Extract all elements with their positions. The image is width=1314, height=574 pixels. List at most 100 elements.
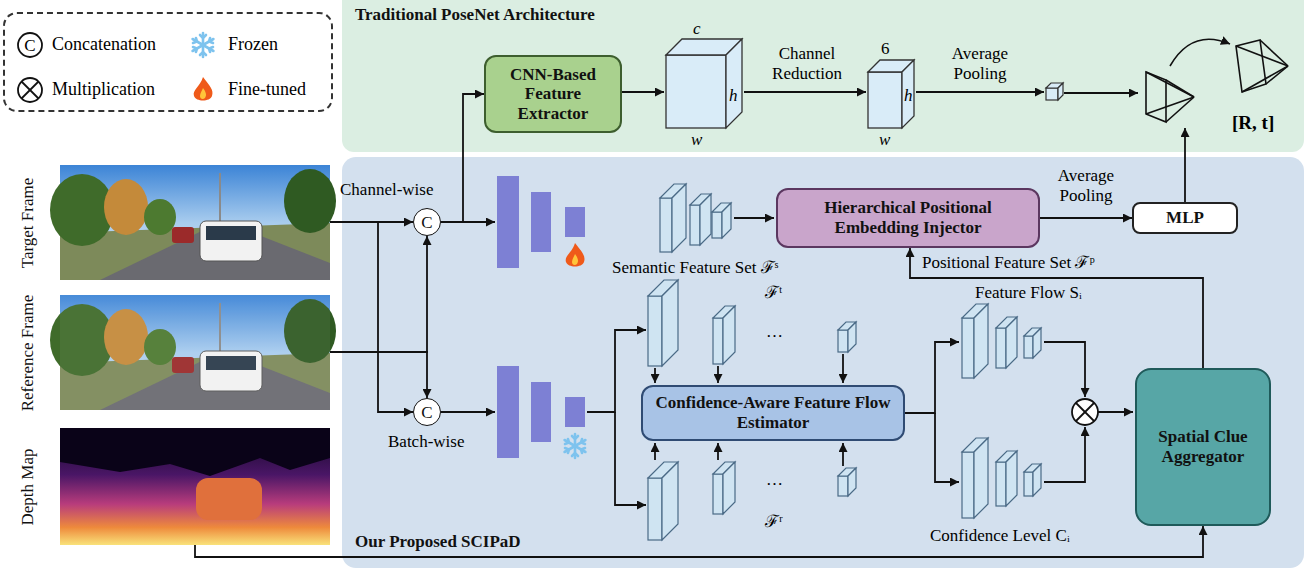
svg-part <box>531 192 551 252</box>
svg-part <box>848 322 856 352</box>
multiply-symbol <box>1072 399 1098 425</box>
finetune-icon <box>194 77 213 101</box>
concat-circle: C <box>413 398 441 426</box>
svg-part <box>196 478 262 520</box>
image-label: Target Frame <box>18 177 38 268</box>
svg-part <box>722 203 731 238</box>
svg-part <box>18 78 42 102</box>
svg-part <box>690 205 700 245</box>
svg-part <box>1146 97 1194 114</box>
text-label: Average Pooling <box>938 44 1022 83</box>
box-label: CNN-Based Feature Extractor <box>494 65 612 124</box>
svg-part <box>1184 128 1186 203</box>
text-label: w <box>879 130 890 150</box>
text-label: Batch-wise <box>388 432 464 452</box>
connector <box>195 526 1203 557</box>
svg-part <box>842 354 844 383</box>
connector <box>330 352 427 398</box>
text-label: Semantic Feature Set ℱˢ <box>612 258 778 278</box>
feature-map-stack <box>648 280 856 366</box>
svg-part <box>660 198 672 252</box>
svg-part <box>974 304 988 378</box>
camera-frustum <box>1236 40 1288 92</box>
svg-part <box>1072 399 1098 425</box>
svg-part <box>1166 97 1194 122</box>
process-box: CNN-Based Feature Extractor <box>484 55 622 133</box>
feature-map-stack <box>648 462 856 540</box>
box-label: Spatial Clue Aggregator <box>1145 427 1261 466</box>
svg-part <box>996 328 1006 368</box>
wire <box>441 218 1133 505</box>
panel-title: Traditional PoseNet Architecture <box>355 5 595 25</box>
svg-part <box>838 476 848 496</box>
reduced-cube <box>868 60 914 128</box>
svg-part <box>654 368 656 383</box>
svg-part <box>717 443 719 460</box>
encoder <box>497 366 585 458</box>
svg-part <box>1064 92 1138 94</box>
process-box: Confidence-Aware Feature Flow Estimator <box>641 385 905 441</box>
text-label: h <box>729 86 738 106</box>
edge-label: Average Pooling <box>1046 166 1126 205</box>
svg-part <box>22 82 39 99</box>
svg-part <box>996 462 1006 506</box>
svg-part <box>648 478 662 540</box>
text-label: … <box>766 322 783 342</box>
svg-part <box>1166 80 1194 97</box>
svg-part <box>935 413 959 482</box>
text-label: c <box>693 19 701 39</box>
svg-part <box>868 72 902 128</box>
process-box: MLP <box>1132 202 1238 234</box>
legend-text: Concatenation <box>52 34 156 55</box>
text-label: h <box>904 86 913 106</box>
camera-frustum <box>1146 72 1194 122</box>
svg-part <box>1146 72 1194 97</box>
svg-part <box>1236 46 1288 66</box>
process-box: Spatial Clue Aggregator <box>1135 368 1271 526</box>
svg-part <box>1076 403 1094 421</box>
svg-part <box>60 428 330 545</box>
svg-part <box>662 280 678 366</box>
connector <box>441 94 484 222</box>
svg-part <box>744 91 866 93</box>
finetune-icon <box>566 243 585 267</box>
connector <box>1040 217 1132 219</box>
svg-part <box>713 474 723 514</box>
connector <box>330 222 413 412</box>
svg-part <box>717 366 719 383</box>
image-label: Reference Frame <box>18 294 38 411</box>
process-box: Hierarchical Positional Embedding Inject… <box>776 188 1040 248</box>
svg-part <box>60 428 330 476</box>
svg-part <box>441 411 495 413</box>
svg-part <box>662 462 678 540</box>
text-label: C <box>18 36 42 56</box>
svg-part <box>713 318 723 364</box>
svg-part <box>666 55 726 128</box>
svg-part <box>672 184 686 252</box>
svg-part <box>700 194 711 245</box>
svg-part <box>497 176 519 268</box>
text-label: … <box>766 470 783 490</box>
panel-band: Our Proposed SCIPaDCHierarchical Positio… <box>342 157 1304 568</box>
svg-part <box>902 60 914 128</box>
concat-symbol <box>18 33 42 57</box>
frozen-icon <box>565 434 586 458</box>
text-label: [R, t] <box>1232 112 1274 134</box>
image-label: Depth Map <box>18 448 38 525</box>
text-label: ℱᵗ <box>765 283 782 303</box>
multiply-symbol <box>18 78 42 102</box>
box-label: MLP <box>1166 208 1204 228</box>
svg-part <box>1033 464 1041 496</box>
encoder <box>497 176 585 268</box>
box-label: C <box>421 214 432 231</box>
svg-part <box>723 306 735 364</box>
svg-part <box>712 212 722 238</box>
target-photo <box>50 165 336 280</box>
svg-part <box>565 397 585 427</box>
band-fill <box>342 0 1304 152</box>
legend-text: Multiplication <box>52 79 155 100</box>
svg-part <box>734 217 774 219</box>
svg-part <box>565 207 585 237</box>
